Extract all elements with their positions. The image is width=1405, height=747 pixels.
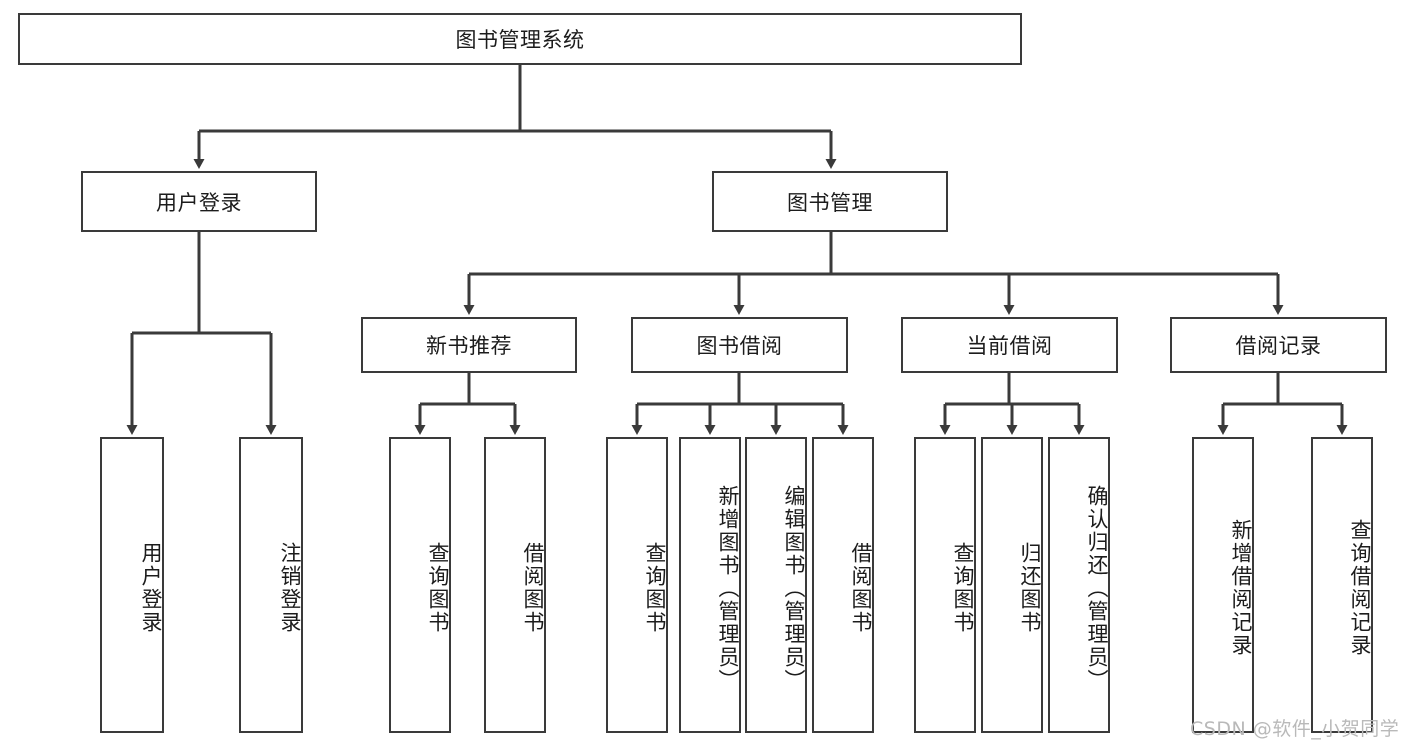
node-current-borrow-label: 当前借阅 [966,334,1053,358]
csdn-watermark: CSDN @软件_小贺同学 [1190,718,1400,740]
node-book-borrow-label: 图书借阅 [696,334,783,358]
node-user-login[interactable]: 用户登录 [81,171,317,232]
node-user-login-label: 用户登录 [156,190,242,215]
leaf-return-book[interactable]: 归还图书 [981,437,1043,733]
node-book-management[interactable]: 图书管理 [712,171,948,232]
leaf-edit-book-admin-label: 编辑图书（管理员） [782,484,806,692]
node-root-label: 图书管理系统 [455,28,585,52]
node-new-book-recommend[interactable]: 新书推荐 [361,317,577,373]
leaf-query-borrow-record[interactable]: 查询借阅记录 [1311,437,1373,733]
leaf-add-borrow-record-label: 新增借阅记录 [1229,519,1253,657]
node-root[interactable]: 图书管理系统 [18,13,1022,65]
leaf-borrow-book[interactable]: 借阅图书 [812,437,874,733]
node-borrow-record-label: 借阅记录 [1235,334,1322,358]
leaf-borrow-book-recommend[interactable]: 借阅图书 [484,437,546,733]
leaf-add-book-admin[interactable]: 新增图书（管理员） [679,437,741,733]
leaf-query-book-recommend-label: 查询图书 [426,542,450,634]
node-borrow-record[interactable]: 借阅记录 [1170,317,1387,373]
node-current-borrow[interactable]: 当前借阅 [901,317,1118,373]
leaf-query-book-borrow[interactable]: 查询图书 [606,437,668,733]
leaf-user-login-label: 用户登录 [139,542,163,634]
leaf-user-login[interactable]: 用户登录 [100,437,164,733]
leaf-add-borrow-record[interactable]: 新增借阅记录 [1192,437,1254,733]
node-book-borrow[interactable]: 图书借阅 [631,317,848,373]
leaf-confirm-return-admin-label: 确认归还（管理员） [1085,484,1109,692]
leaf-query-book-borrow-label: 查询图书 [643,542,667,634]
leaf-query-book-current-label: 查询图书 [951,542,975,634]
leaf-confirm-return-admin[interactable]: 确认归还（管理员） [1048,437,1110,733]
leaf-query-book-current[interactable]: 查询图书 [914,437,976,733]
leaf-logout[interactable]: 注销登录 [239,437,303,733]
leaf-edit-book-admin[interactable]: 编辑图书（管理员） [745,437,807,733]
node-book-management-label: 图书管理 [787,190,873,215]
leaf-add-book-admin-label: 新增图书（管理员） [716,484,740,692]
leaf-query-book-recommend[interactable]: 查询图书 [389,437,451,733]
leaf-borrow-book-label: 借阅图书 [849,542,873,634]
leaf-borrow-book-recommend-label: 借阅图书 [521,542,545,634]
leaf-query-borrow-record-label: 查询借阅记录 [1348,519,1372,657]
leaf-return-book-label: 归还图书 [1018,542,1042,634]
node-new-book-recommend-label: 新书推荐 [426,334,512,358]
leaf-logout-label: 注销登录 [278,542,302,634]
